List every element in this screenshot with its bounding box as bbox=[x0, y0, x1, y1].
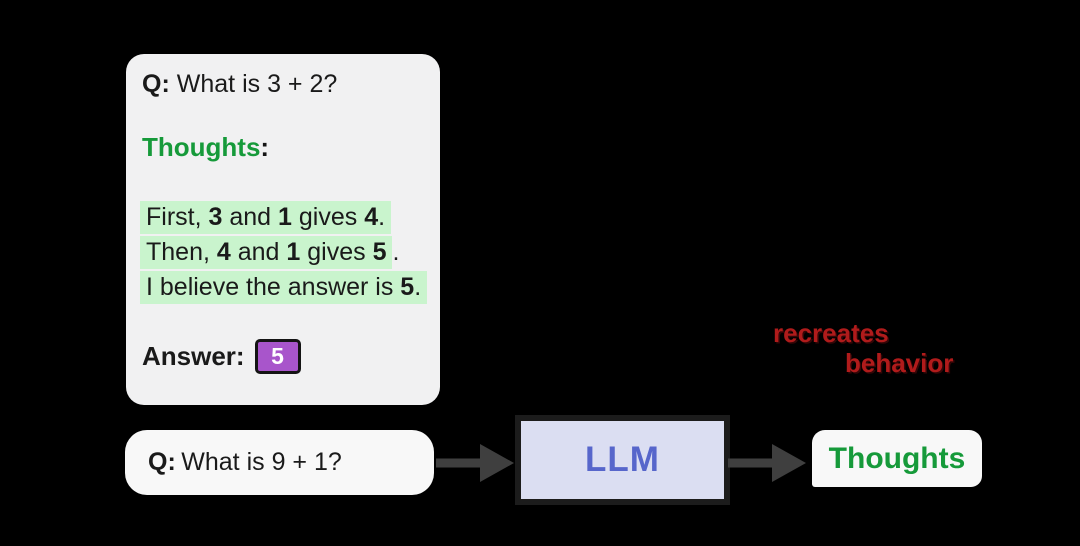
annotation-recreates: recreates bbox=[773, 318, 889, 348]
segment-bold: 3 bbox=[208, 203, 223, 231]
segment-bold: 4 bbox=[216, 238, 231, 266]
segment: Then, bbox=[146, 238, 217, 266]
question-label: Q: bbox=[142, 70, 170, 98]
thought-line-2: Then, 4 and 1 gives 5. bbox=[140, 236, 427, 269]
thoughts-heading: Thoughts: bbox=[142, 132, 269, 163]
segment: and bbox=[222, 203, 279, 231]
segment: I believe the answer is bbox=[146, 273, 401, 301]
example-card: Q:What is 3 + 2? Thoughts: First, 3 and … bbox=[126, 54, 440, 405]
thought-lines: First, 3 and 1 gives 4. Then, 4 and 1 gi… bbox=[140, 201, 428, 307]
highlight-span: First, 3 and 1 gives 4. bbox=[140, 201, 392, 234]
segment-bold: 5 bbox=[372, 238, 387, 266]
segment: . bbox=[378, 203, 386, 231]
segment: gives bbox=[291, 203, 365, 231]
highlight-span: I believe the answer is 5. bbox=[140, 271, 428, 304]
segment: gives bbox=[300, 238, 373, 266]
annotation-behavior: behavior bbox=[845, 348, 954, 378]
prompt-question-text: What is 9 + 1? bbox=[181, 448, 342, 476]
answer-line: Answer: 5 bbox=[142, 338, 301, 374]
answer-chip: 5 bbox=[254, 338, 301, 374]
prompt-question-line: Q:What is 9 + 1? bbox=[148, 448, 342, 477]
llm-box: LLM bbox=[515, 415, 730, 505]
thoughts-heading-colon: : bbox=[260, 132, 270, 162]
prompt-card: Q:What is 9 + 1? bbox=[125, 430, 434, 495]
thoughts-heading-label: Thoughts bbox=[142, 132, 261, 162]
thought-line-1: First, 3 and 1 gives 4. bbox=[140, 201, 427, 234]
arrow-right-icon bbox=[728, 444, 806, 482]
highlight-span: Then, 4 and 1 gives 5 bbox=[140, 236, 393, 269]
arrow-right-icon bbox=[436, 444, 514, 482]
question-text: What is 3 + 2? bbox=[176, 70, 338, 98]
segment-bold: 1 bbox=[286, 238, 301, 266]
prompt-question-label: Q: bbox=[148, 448, 176, 476]
answer-label: Answer: bbox=[142, 340, 245, 371]
segment-bold: 5 bbox=[400, 273, 415, 301]
question-line: Q:What is 3 + 2? bbox=[142, 69, 337, 100]
segment: . bbox=[414, 273, 422, 301]
thoughts-output-label: Thoughts bbox=[828, 441, 966, 475]
segment-bold: 4 bbox=[364, 203, 379, 231]
segment: and bbox=[230, 238, 287, 266]
segment-bold: 1 bbox=[278, 203, 292, 231]
llm-label: LLM bbox=[585, 440, 660, 479]
line-tail: . bbox=[392, 238, 400, 266]
thought-line-3: I believe the answer is 5. bbox=[140, 271, 428, 304]
thoughts-output-box: Thoughts bbox=[812, 430, 982, 487]
segment: First, bbox=[146, 203, 209, 231]
